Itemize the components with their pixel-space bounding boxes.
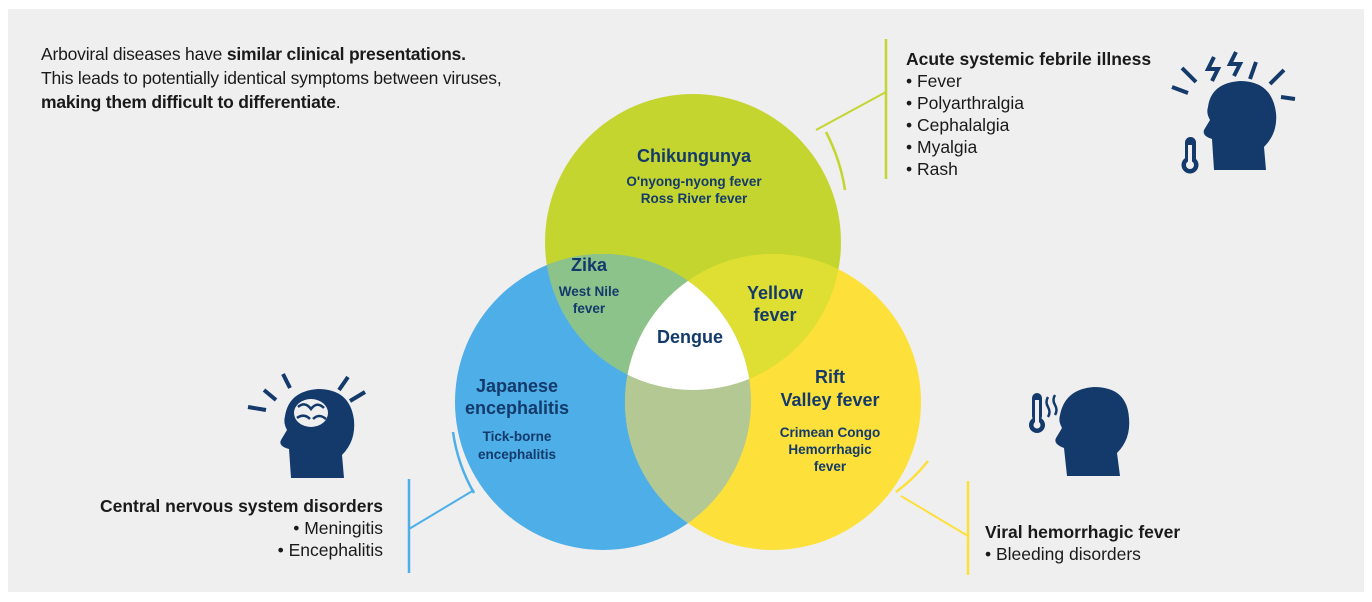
cns-connector [408,489,475,530]
venn-diagram: Chikungunya O'nyong-nyong fever Ross Riv… [247,39,1296,575]
intro-line-1: Arboviral diseases have [41,44,227,64]
acute-item-rash: • Rash [906,159,958,179]
onyong-label: O'nyong-nyong fever [626,174,762,189]
zika-label: Zika [571,255,608,275]
cns-arc [451,431,476,494]
acute-connector [815,91,887,131]
vhf-item-bleeding: • Bleeding disorders [985,544,1141,564]
cns-title: Central nervous system disorders [99,496,383,516]
acute-item-myalgia: • Myalgia [906,137,978,157]
vhf-connector [900,495,969,537]
vhf-block: Viral hemorrhagic fever • Bleeding disor… [985,521,1285,565]
rift-label-2: Valley fever [780,390,879,410]
crimean-label-2: Hemorrhagic [788,442,872,457]
acute-item-polyarthralgia: • Polyarthralgia [906,93,1024,113]
intro-period: . [335,92,341,112]
fever-head-icon [1029,387,1130,476]
vhf-title: Viral hemorrhagic fever [985,522,1181,542]
tick-borne-label-1: Tick-borne [483,429,552,444]
ross-river-label: Ross River fever [641,191,748,206]
west-nile-label-1: West Nile [559,284,620,299]
intro-bold-1: similar clinical presentations. [226,44,466,64]
infographic: Arboviral diseases have similar clinical… [8,9,1364,592]
tick-borne-label-2: encephalitis [478,447,556,462]
acute-block: Acute systemic febrile illness • Fever •… [906,48,1186,180]
japanese-label-1: Japanese [476,376,558,396]
cns-item-meningitis: • Meningitis [293,518,383,538]
dengue-label: Dengue [657,327,723,347]
headache-icon [1171,51,1296,174]
intro-text: Arboviral diseases have similar clinical… [41,42,601,114]
acute-arc [824,131,847,191]
acute-item-fever: • Fever [906,71,962,91]
yellow-fever-label-1: Yellow [747,283,804,303]
vhf-arc [895,460,929,494]
yellow-fever-label-2: fever [753,305,796,325]
crimean-label-3: fever [814,459,847,474]
rift-label-1: Rift [815,367,845,387]
intro-bold-2: making them difficult to differentiate [41,92,336,112]
japanese-label-2: encephalitis [465,398,569,418]
west-nile-label-2: fever [573,301,606,316]
cns-block: Central nervous system disorders • Menin… [48,495,383,561]
cns-item-encephalitis: • Encephalitis [277,540,383,560]
chikungunya-label: Chikungunya [637,146,752,166]
acute-title: Acute systemic febrile illness [906,49,1152,69]
brain-head-icon [247,373,367,478]
acute-item-cephalalgia: • Cephalalgia [906,115,1010,135]
intro-line-2: This leads to potentially identical symp… [41,68,502,88]
overlap-center [625,254,751,390]
crimean-label-1: Crimean Congo [780,425,881,440]
